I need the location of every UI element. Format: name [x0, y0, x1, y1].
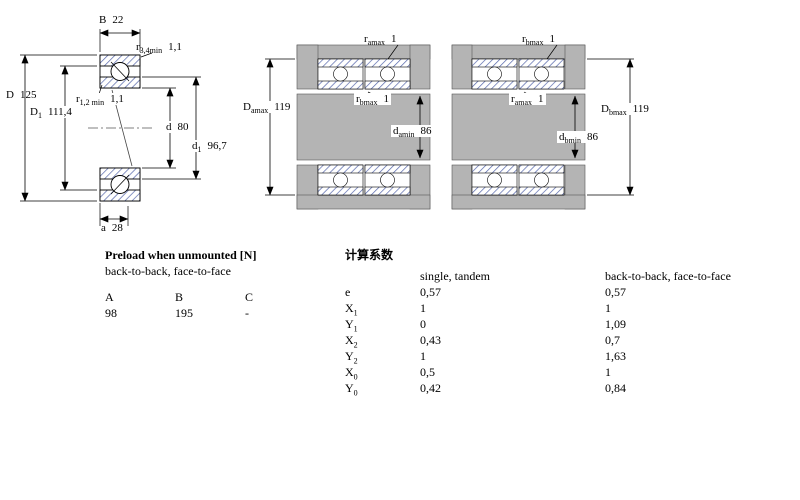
- factor-label: e: [345, 285, 351, 299]
- factor-single: 0,43: [420, 333, 441, 347]
- factor-single: 0: [420, 317, 426, 331]
- leader-r34: [140, 52, 153, 58]
- factor-single: 1: [420, 349, 426, 363]
- factors-title: 计算系数: [345, 248, 394, 262]
- preload-value-B: 195: [175, 306, 193, 320]
- factor-paired: 1,09: [605, 317, 626, 331]
- factor-paired: 0,57: [605, 285, 626, 299]
- leader-rbmax-b: [546, 44, 558, 60]
- factor-paired: 1,63: [605, 349, 626, 363]
- dim-line-d1: [142, 76, 201, 180]
- factor-label: Y2: [345, 349, 358, 366]
- preload-header-C: C: [245, 290, 254, 304]
- dim-line-Dbmax: [587, 58, 634, 196]
- factors-col-single: single, tandem: [420, 269, 490, 283]
- bearing-pair-sections: [317, 58, 411, 196]
- factors-col-paired: back-to-back, face-to-face: [605, 269, 731, 283]
- preload-value-A: 98: [105, 306, 117, 320]
- preload-title: Preload when unmounted [N]: [105, 248, 257, 262]
- factor-single: 0,57: [420, 285, 441, 299]
- factor-label: X2: [345, 333, 358, 350]
- preload-value-C: -: [245, 306, 249, 320]
- preload-header-A: A: [105, 290, 114, 304]
- preload-subtitle: back-to-back, face-to-face: [105, 264, 231, 278]
- factor-single: 0,42: [420, 381, 441, 395]
- factor-paired: 0,84: [605, 381, 626, 395]
- factor-single: 1: [420, 301, 426, 315]
- leader-ramax-a: [387, 44, 399, 60]
- dim-line-Damax: [265, 58, 295, 196]
- dim-line-B: [99, 29, 141, 52]
- factor-paired: 1: [605, 301, 611, 315]
- preload-header-B: B: [175, 290, 184, 304]
- factor-label: Y0: [345, 381, 358, 398]
- factor-single: 0,5: [420, 365, 435, 379]
- mounting-drawing-b: [451, 44, 634, 210]
- factor-label: Y1: [345, 317, 358, 334]
- dim-line-a: [99, 203, 129, 226]
- bearing-top-ring-section: [99, 54, 141, 89]
- factor-paired: 1: [605, 365, 611, 379]
- bearing-bottom-ring-section: [99, 167, 141, 202]
- dim-line-D: [20, 54, 97, 202]
- bearing-pair-sections: [471, 58, 565, 196]
- bearing-cross-section-drawing: [20, 29, 201, 226]
- factor-paired: 0,7: [605, 333, 620, 347]
- dim-line-D1: [60, 65, 97, 191]
- factor-label: X0: [345, 365, 358, 382]
- factor-label: X1: [345, 301, 358, 318]
